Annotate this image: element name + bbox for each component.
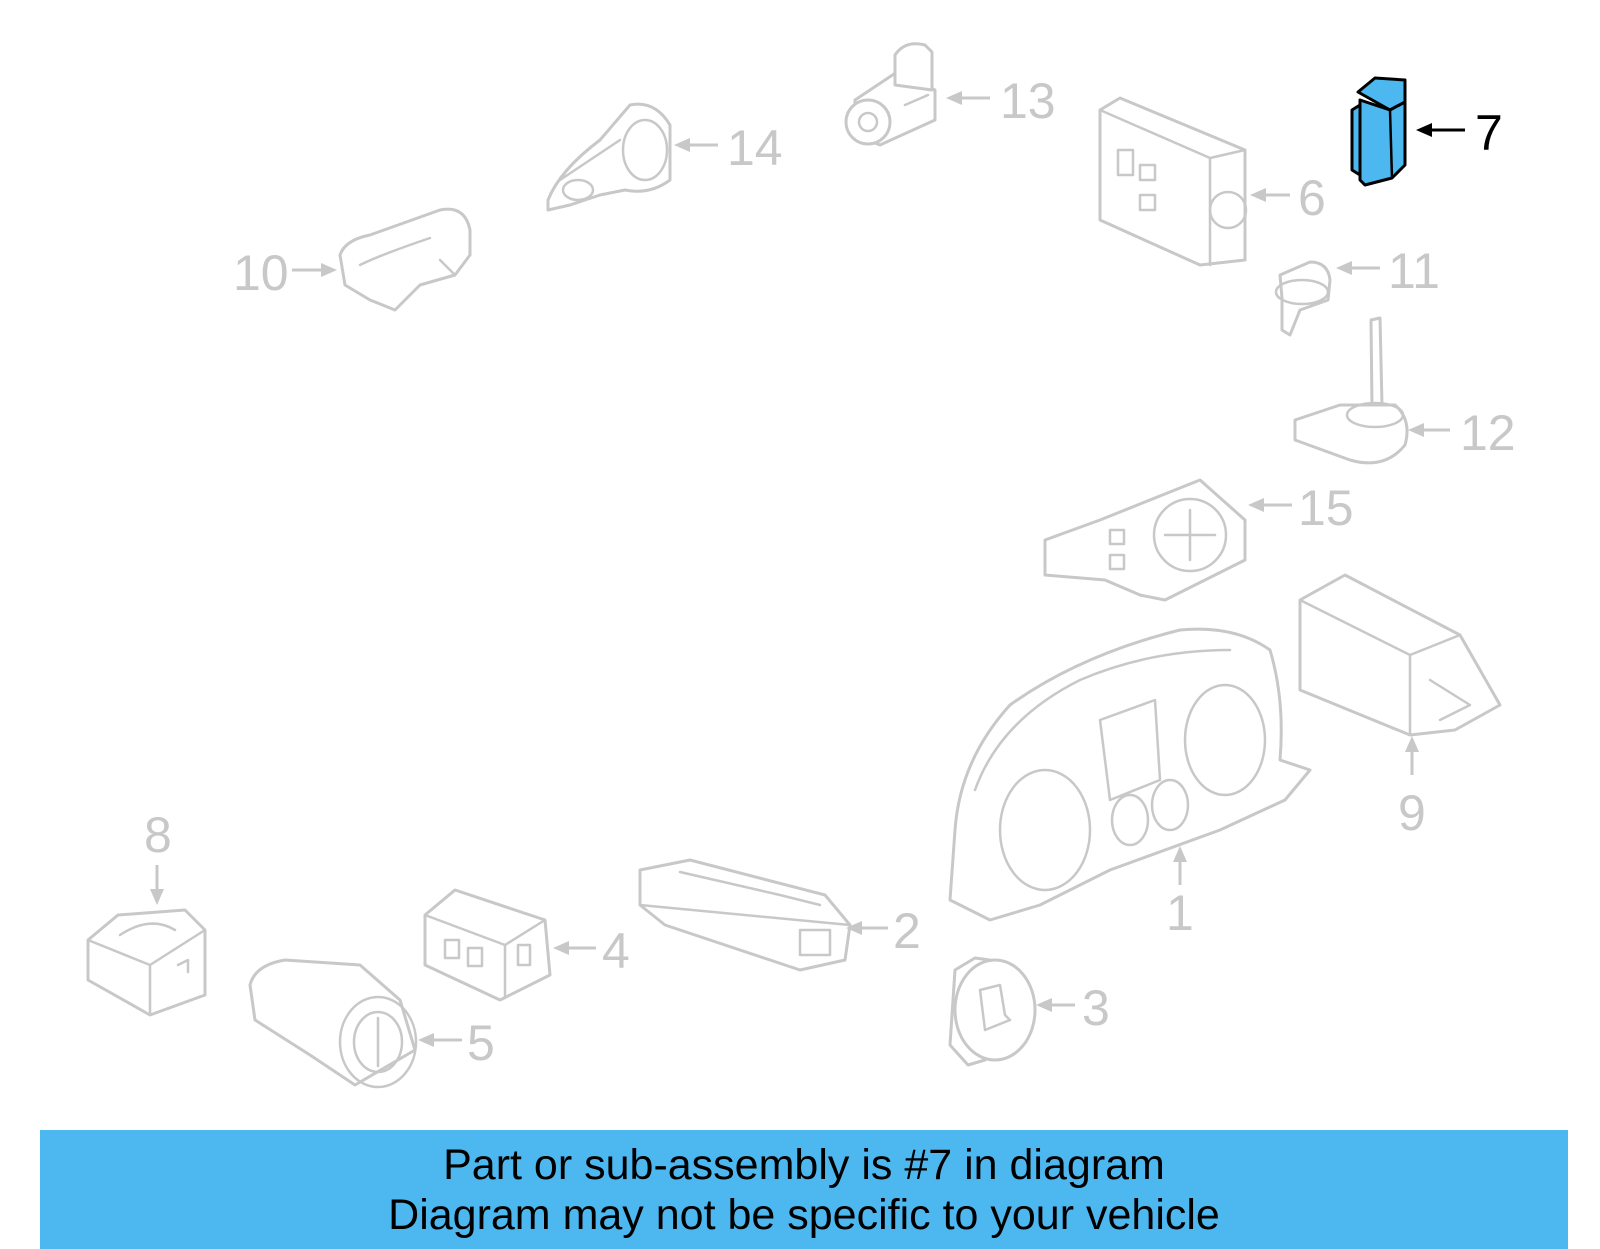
svg-text:7: 7 [1475,105,1503,161]
callout-13: 13 [946,73,1056,129]
part-10[interactable] [338,207,472,312]
callout-1: 1 [1166,846,1194,941]
callout-9: 9 [1398,736,1426,841]
svg-text:4: 4 [602,923,630,979]
callout-12: 12 [1408,405,1516,461]
part-7[interactable] [1350,76,1407,187]
svg-text:14: 14 [727,120,783,176]
callout-3: 3 [1036,980,1110,1036]
svg-text:5: 5 [467,1015,495,1071]
part-8[interactable] [86,908,207,1017]
part-5[interactable] [248,958,418,1089]
part-4[interactable] [423,888,552,1002]
banner-line-2: Diagram may not be specific to your vehi… [388,1190,1220,1239]
part-3[interactable] [948,956,1037,1067]
part-1[interactable] [948,627,1312,922]
svg-text:1: 1 [1166,885,1194,941]
part-12[interactable] [1293,316,1409,465]
svg-text:2: 2 [893,903,921,959]
parts-diagram: 13 14 10 6 [86,42,1516,1089]
callout-2: 2 [846,903,921,959]
svg-text:9: 9 [1398,785,1426,841]
callout-10: 10 [233,245,337,301]
callout-4: 4 [553,923,630,979]
part-11[interactable] [1274,260,1332,337]
svg-text:10: 10 [233,245,289,301]
part-15[interactable] [1043,478,1247,602]
part-13[interactable] [844,42,937,147]
callout-15: 15 [1248,480,1354,536]
callout-14: 14 [674,120,783,176]
callout-6: 6 [1250,170,1326,226]
callout-7: 7 [1416,105,1503,161]
svg-text:3: 3 [1082,980,1110,1036]
callout-8: 8 [144,807,172,905]
svg-text:11: 11 [1388,243,1440,299]
callout-11: 11 [1336,243,1440,299]
svg-text:6: 6 [1298,170,1326,226]
callout-5: 5 [418,1015,495,1071]
part-9[interactable] [1298,573,1502,737]
part-2[interactable] [638,858,852,972]
info-banner: Part or sub-assembly is #7 in diagram Di… [40,1130,1568,1249]
svg-text:8: 8 [144,807,172,863]
svg-text:13: 13 [1000,73,1056,129]
svg-text:12: 12 [1460,405,1516,461]
svg-text:15: 15 [1298,480,1354,536]
part-6[interactable] [1098,96,1248,267]
banner-line-1: Part or sub-assembly is #7 in diagram [443,1140,1165,1189]
part-14[interactable] [546,102,672,212]
